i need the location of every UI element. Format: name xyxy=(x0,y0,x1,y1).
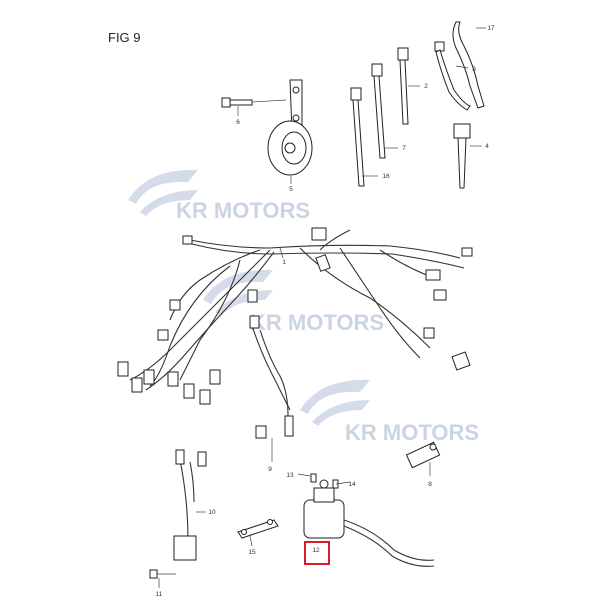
callout-10: 10 xyxy=(208,509,216,516)
watermark-logo-icon xyxy=(300,379,370,426)
strap-17 xyxy=(452,21,485,109)
callout-6: 6 xyxy=(236,119,240,126)
connector-8 xyxy=(405,441,441,469)
relay-12 xyxy=(303,479,435,567)
callout-9: 9 xyxy=(268,466,272,473)
watermark-1: KR MOTORS xyxy=(128,169,310,223)
watermark-3: KR MOTORS xyxy=(300,379,479,445)
callout-14: 14 xyxy=(348,481,356,488)
screw-13 xyxy=(310,473,317,483)
cable-tie-16 xyxy=(350,87,365,187)
watermark-2: KR MOTORS xyxy=(203,269,384,335)
callout-3: 3 xyxy=(472,66,476,73)
callout-8: 8 xyxy=(428,481,432,488)
horn-part xyxy=(267,79,313,176)
callout-15: 15 xyxy=(248,549,256,556)
watermark-text: KR MOTORS xyxy=(250,310,384,335)
watermark-text: KR MOTORS xyxy=(345,420,479,445)
callout-5: 5 xyxy=(289,186,293,193)
bolt-part xyxy=(221,97,287,108)
callout-7: 7 xyxy=(402,145,406,152)
figure-title: FIG 9 xyxy=(108,30,141,45)
leader-lines xyxy=(158,27,486,588)
switch-lead-10 xyxy=(173,449,207,561)
callout-17: 17 xyxy=(487,25,495,32)
watermark-logo-icon xyxy=(203,269,273,316)
callout-1: 1 xyxy=(282,259,286,266)
callout-12: 12 xyxy=(312,547,320,554)
sensor-lead-9 xyxy=(255,329,294,439)
callout-16: 16 xyxy=(382,173,390,180)
watermark-text: KR MOTORS xyxy=(176,198,310,223)
cable-tie-7 xyxy=(371,63,386,159)
callout-4: 4 xyxy=(485,143,489,150)
mount-clip-4 xyxy=(453,123,471,189)
callout-13: 13 xyxy=(286,472,294,479)
bracket-15 xyxy=(237,519,279,539)
cable-tie-2 xyxy=(397,47,409,125)
main-wiring-harness xyxy=(117,227,473,411)
watermark-logo-icon xyxy=(128,169,198,216)
screw-11 xyxy=(149,569,176,579)
clip-tie-3 xyxy=(434,41,471,111)
highlight-box-part-12 xyxy=(304,541,330,565)
callout-11: 11 xyxy=(156,591,163,598)
callout-2: 2 xyxy=(424,83,428,90)
